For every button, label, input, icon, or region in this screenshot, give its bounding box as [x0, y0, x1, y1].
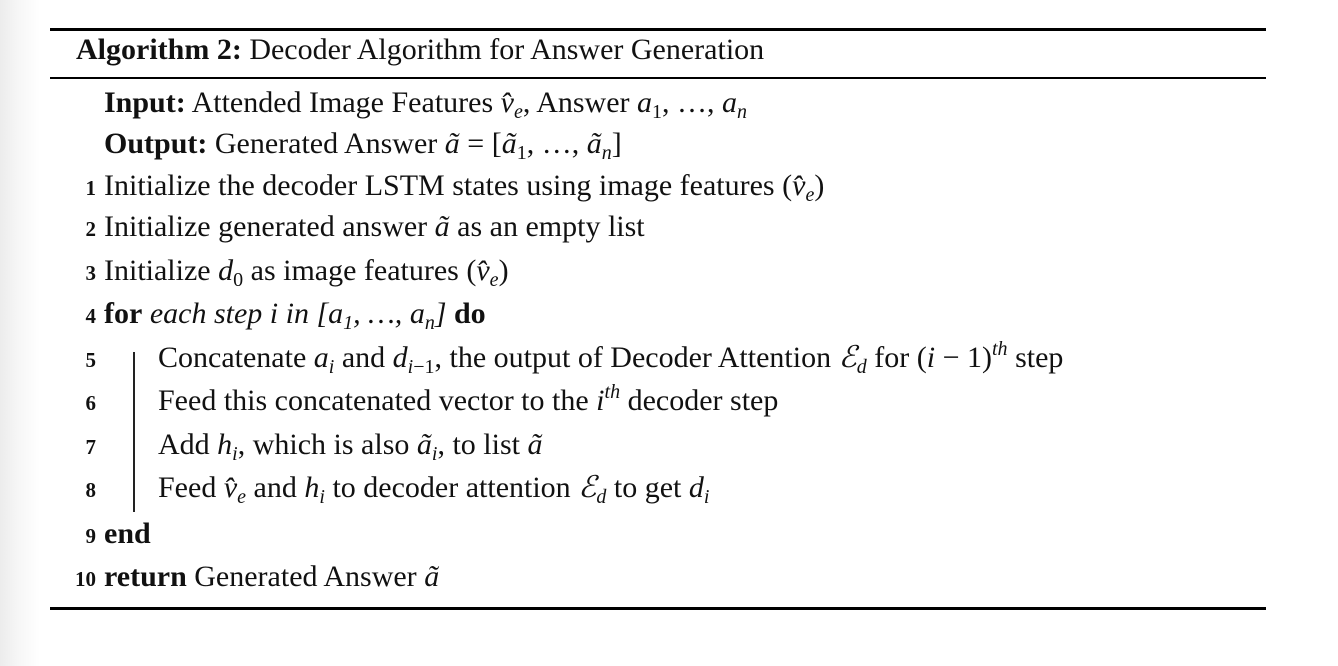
line-number: 2: [85, 217, 97, 241]
algorithm-title-text: Decoder Algorithm for Answer Generation: [249, 33, 765, 66]
line-number: 6: [85, 391, 97, 415]
input-label: Input:: [104, 86, 186, 119]
line-number: 3: [85, 261, 97, 285]
algorithm-title: Algorithm 2: Decoder Algorithm for Answe…: [76, 31, 1338, 69]
algorithm-label: Algorithm 2:: [76, 33, 242, 66]
header-rule: [50, 77, 1266, 79]
bottom-rule: [50, 607, 1266, 610]
line-number: 8: [85, 478, 97, 502]
line-number: 5: [85, 348, 97, 372]
line-number: 4: [85, 304, 97, 328]
line-number: 10: [75, 567, 96, 591]
loop-body-bar: [133, 352, 135, 512]
line-number: 1: [85, 176, 97, 200]
output-label: Output:: [104, 127, 208, 160]
line-number: 7: [85, 435, 97, 459]
line-number: 9: [85, 524, 97, 548]
top-rule: [50, 28, 1266, 31]
